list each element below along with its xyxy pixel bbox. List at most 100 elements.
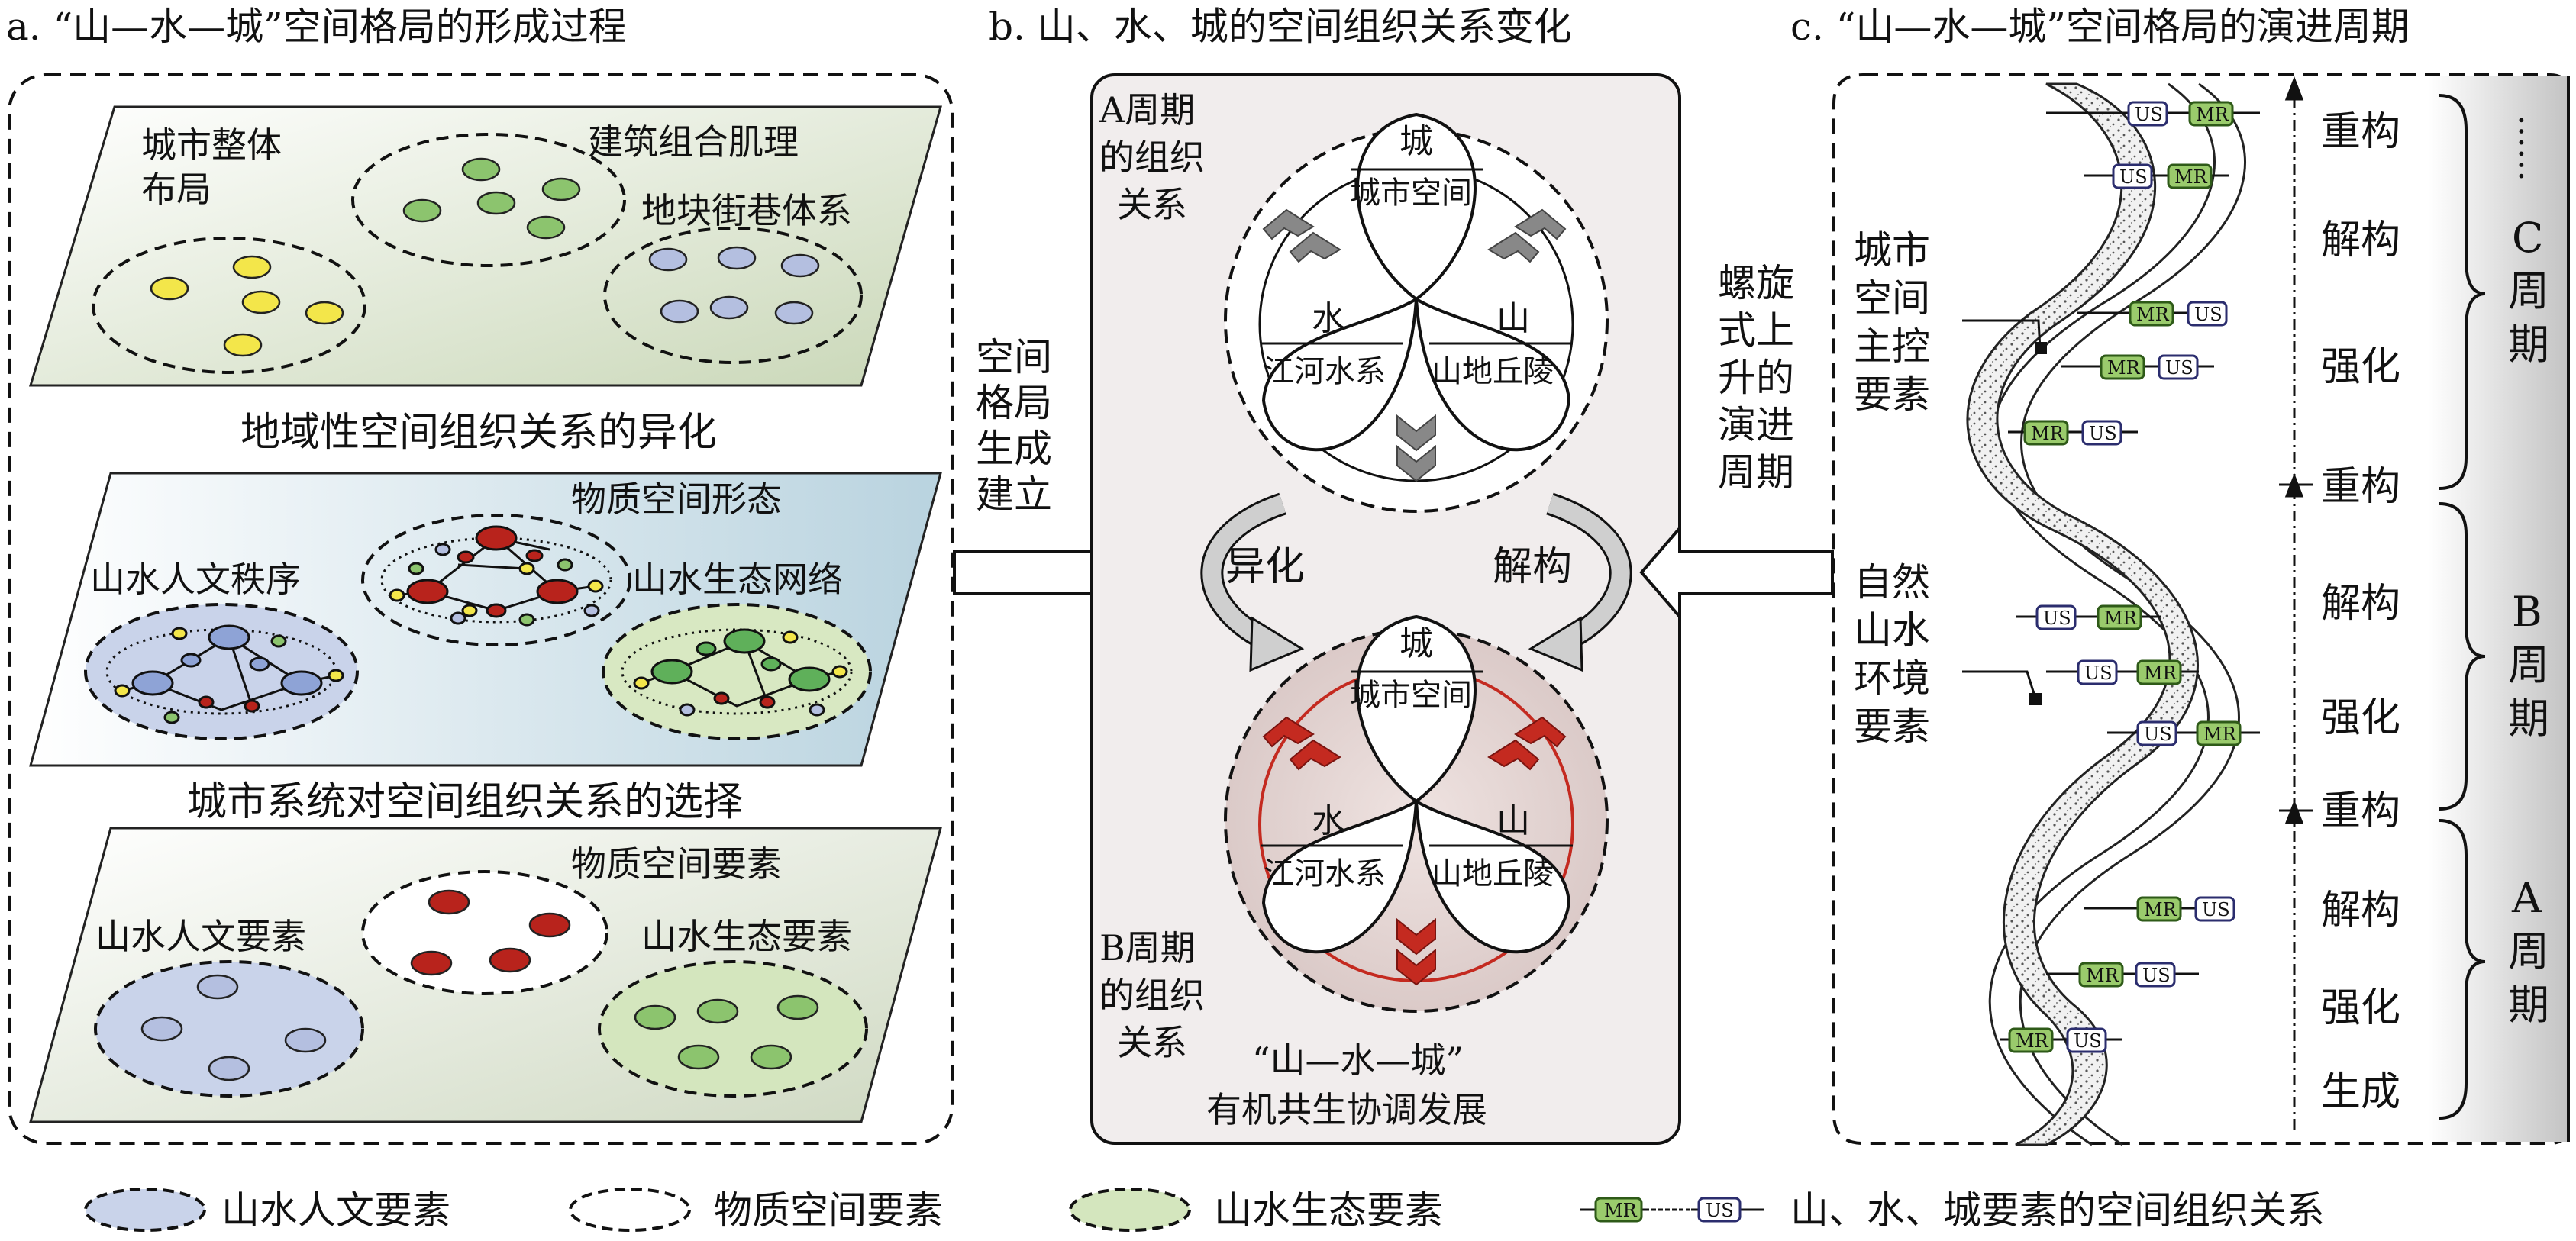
layer3-left-ring (94, 960, 364, 1098)
rung-8-mr: MR (2203, 724, 2237, 745)
stage-5: 解构 (2321, 581, 2400, 627)
title-b: b. 山、水、城的空间组织关系变化 (989, 5, 1572, 49)
alienate-arrow-inner (1202, 495, 1286, 650)
cycle-a-2: 周 (2508, 927, 2549, 975)
layer3-green-dots (634, 994, 819, 1070)
a-mountain-name: 山地丘陵 (1432, 354, 1554, 389)
arrow-ab-line-4: 建立 (976, 472, 1052, 517)
cycle-c-2: 周 (2508, 267, 2549, 315)
deconstruct-arrow-head (1528, 616, 1583, 672)
network-right (621, 628, 853, 717)
stage-1: 重构 (2321, 109, 2400, 155)
a-mountain-char: 山 (1496, 299, 1530, 338)
arrow-ab-line-2: 格局 (976, 381, 1052, 425)
label-city-1: 城市 (1854, 228, 1930, 272)
arrow-cb-label: 螺旋 式上 升的 演进 周期 (1718, 261, 1794, 495)
layer1-plane (28, 105, 942, 387)
arrow-cb-line-5: 周期 (1718, 450, 1794, 495)
label-nature-3: 环境 (1854, 656, 1930, 701)
a-water-char: 水 (1312, 299, 1345, 338)
rung-1-mr: MR (2196, 104, 2229, 125)
caption2: 城市系统对空间组织关系的选择 (187, 779, 743, 825)
rung-2-us: US (2119, 166, 2148, 188)
a-cycle-label-1: A周期 (1099, 89, 1195, 131)
a-cycle-label: A周期 的组织 关系 (1099, 89, 1205, 225)
stage-6: 强化 (2321, 695, 2400, 741)
rung-1: US MR (2046, 101, 2260, 127)
rung-6: US MR (2016, 604, 2161, 630)
layer3-center-ring (361, 870, 608, 995)
b-footer-2: 有机共生协调发展 (1206, 1089, 1487, 1130)
stage-7: 重构 (2321, 788, 2400, 834)
brace-c (2439, 94, 2486, 490)
rung-10: MR US (2046, 962, 2199, 988)
layer2-left-ring (84, 603, 359, 740)
rung-3-mr: MR (2136, 304, 2170, 325)
label-nature-4: 要素 (1854, 704, 1930, 749)
legend-humanity-swatch (84, 1188, 206, 1232)
legend: 山水人文要素 物质空间要素 山水生态要素 MR US 山、水、城要素的空间组织关… (84, 1188, 2325, 1233)
a-city-name: 城市空间 (1350, 176, 1472, 211)
arrow-cb-line-4: 演进 (1718, 403, 1794, 447)
arrow-c-to-b (1639, 524, 1834, 621)
helix (1966, 82, 2246, 1146)
rung-7-mr: MR (2144, 662, 2177, 684)
b-city-name: 城市空间 (1350, 678, 1472, 713)
stage-9: 强化 (2321, 985, 2400, 1031)
arrow-ab-line-3: 生成 (976, 427, 1052, 471)
cycle-c-1: C (2512, 214, 2543, 262)
layer2-right-label: 山水生态网络 (632, 559, 843, 600)
cycle-a-1: A (2511, 874, 2542, 922)
layer1-left-label-1: 城市整体 (141, 124, 282, 166)
rung-11-mr: MR (2016, 1030, 2049, 1052)
rung-3: MR US (2077, 301, 2228, 327)
legend-humanity-label: 山水人文要素 (221, 1188, 450, 1233)
rungs: US MR US MR MR US MR US MR (2000, 101, 2260, 1053)
arrow-cb-line-2: 式上 (1718, 308, 1794, 353)
rung-4-us: US (2165, 357, 2193, 379)
stage-4: 重构 (2321, 464, 2400, 510)
arrow-ab-label: 空间 格局 生成 建立 (976, 335, 1052, 517)
layer1-center-label: 建筑组合肌理 (588, 121, 799, 163)
label-city-control: 城市 空间 主控 要素 (1854, 228, 1930, 417)
rung-4: MR US (2061, 354, 2214, 380)
label-city-2: 空间 (1854, 276, 1930, 321)
a-cycle-label-2: 的组织 (1099, 137, 1205, 178)
rung-10-mr: MR (2086, 965, 2119, 986)
panel-c-shade (2428, 76, 2567, 1142)
label-city-3: 主控 (1854, 324, 1930, 369)
network-center (380, 525, 612, 627)
helix-ribbon (1966, 82, 2199, 1146)
rung-3-us: US (2194, 304, 2223, 325)
leader-city-dot (2035, 342, 2047, 354)
arrow-cb-line-1: 螺旋 (1718, 261, 1794, 305)
cycle-b-label: B 周 期 (2508, 588, 2549, 743)
layer1-blue-dots (648, 246, 820, 325)
rung-8-us: US (2144, 724, 2172, 745)
legend-material-label: 物质空间要素 (714, 1188, 943, 1233)
layer1-yellow-dots (150, 255, 344, 357)
cycle-a-3: 期 (2508, 981, 2549, 1029)
rung-4-mr: MR (2107, 357, 2141, 379)
helix-back-strand-2 (1988, 82, 2216, 1146)
rung-6-mr: MR (2104, 608, 2138, 629)
label-nature: 自然 山水 环境 要素 (1854, 560, 1930, 749)
a-cycle-lobes (1261, 112, 1571, 452)
rung-7-us: US (2084, 662, 2113, 684)
layer1-green-dots (402, 157, 581, 240)
rung-6-us: US (2043, 608, 2071, 629)
legend-relation-swatch: MR US (1580, 1197, 1764, 1223)
b-cycle-lobes (1261, 614, 1571, 954)
b-footer-1: “山—水—城” (1252, 1040, 1464, 1081)
caption1: 地域性空间组织关系的异化 (240, 410, 717, 456)
legend-us: US (1706, 1200, 1734, 1221)
a-cycle-label-3: 关系 (1117, 184, 1187, 225)
alienate-arrow-head (1249, 616, 1305, 672)
stage-8: 解构 (2321, 888, 2400, 933)
arrow-ab-line-1: 空间 (976, 335, 1052, 379)
rung-5-us: US (2089, 423, 2117, 444)
layer3-left-label: 山水人文要素 (95, 916, 306, 957)
dots-ellipsis: …… (2511, 114, 2550, 182)
leader-nature-dot (2029, 693, 2042, 705)
